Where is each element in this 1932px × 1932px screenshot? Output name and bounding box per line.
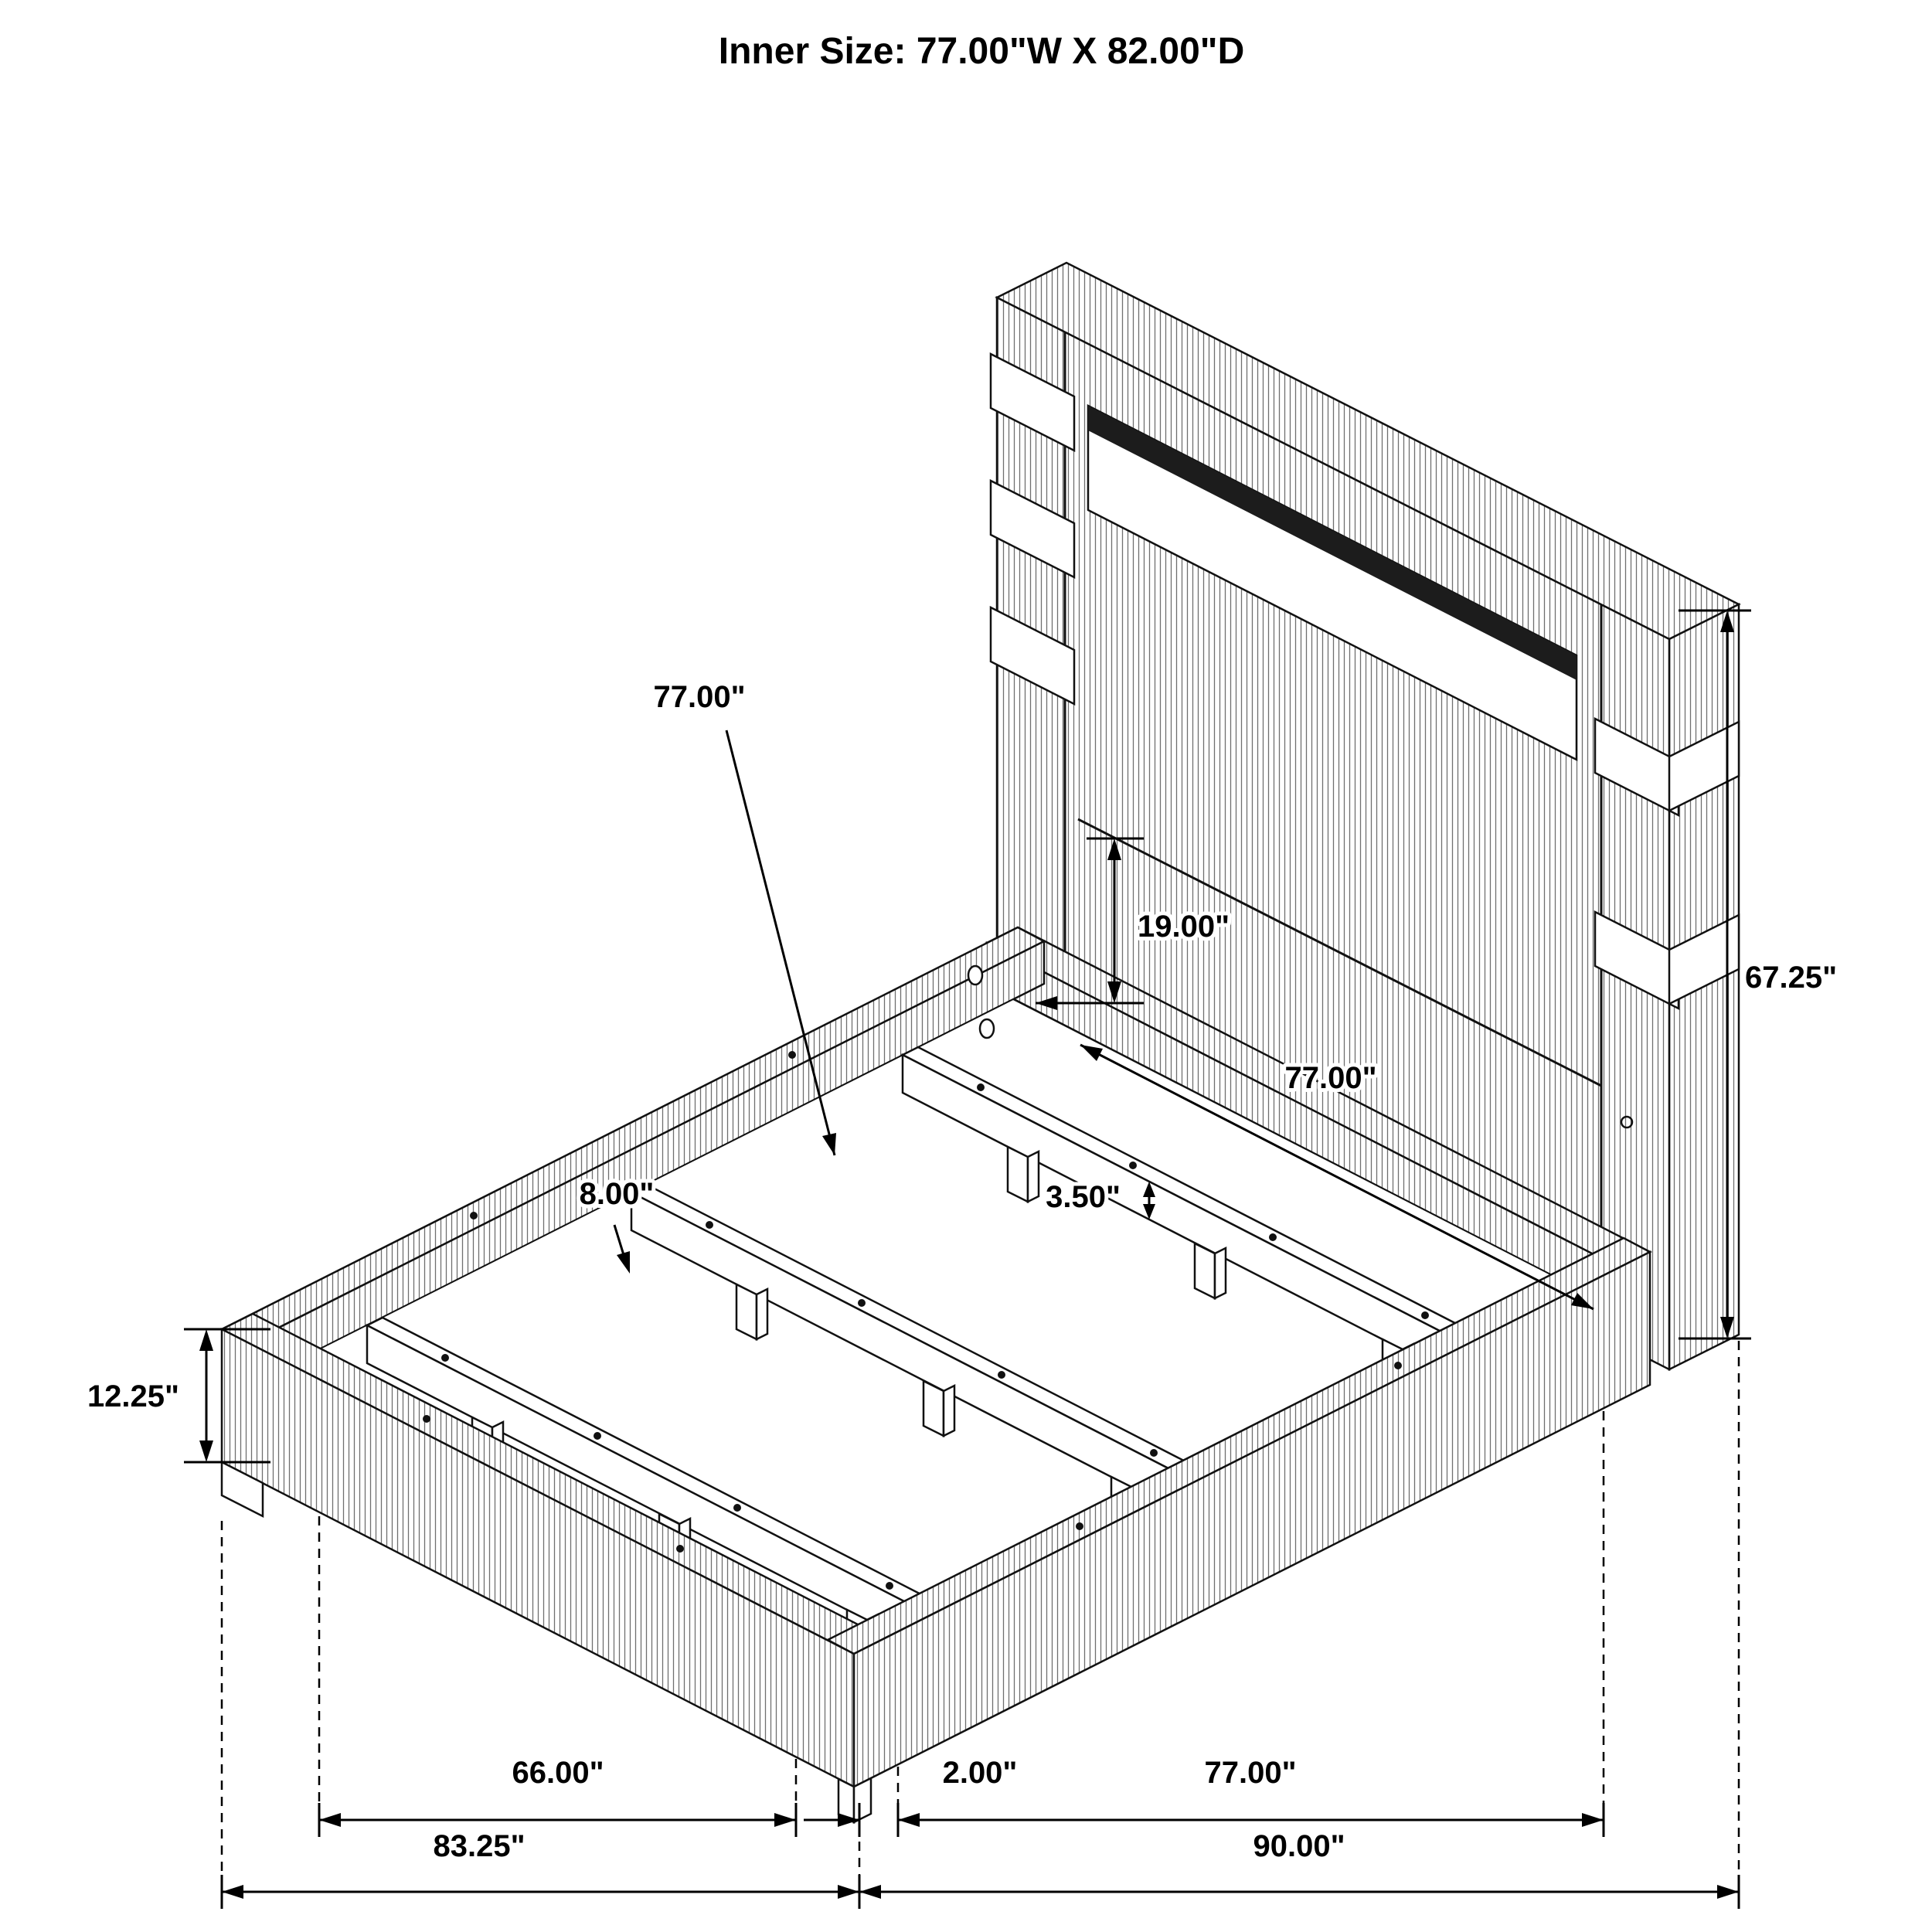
screw-dot [441, 1354, 449, 1362]
dim-inner-length-label: 66.00" [512, 1756, 604, 1790]
screw-dot [886, 1582, 893, 1590]
dimension-overall-width: 83.25" [220, 1825, 861, 1909]
screw-dot [858, 1299, 866, 1307]
dim-headboard-height-label: 67.25" [1745, 961, 1837, 995]
screw-dot [733, 1504, 741, 1512]
slat-foot [735, 1282, 758, 1342]
slat-foot-side [942, 1383, 956, 1438]
dim-leg-inset-label: 2.00" [943, 1756, 1018, 1790]
dimension-slat-clearance: 8.00" [576, 1173, 658, 1274]
panel-seam-upper [1077, 818, 1602, 1087]
right-post-collar-1-side [1668, 719, 1740, 813]
screw-dot [676, 1545, 684, 1553]
screw-dot [1150, 1449, 1158, 1457]
screw-dot [470, 1212, 478, 1219]
dimension-slat-thickness: 3.50" [1042, 1176, 1155, 1219]
dim-overall-width-label: 83.25" [433, 1829, 525, 1863]
dimension-headboard-height: 67.25" [1679, 609, 1841, 1340]
screw-dot [423, 1415, 430, 1423]
screw-dot [1421, 1311, 1429, 1319]
platform-base [219, 926, 1652, 1825]
right-rail-outer-face [852, 1250, 1651, 1789]
dim-base-height-label: 12.25" [87, 1379, 179, 1413]
screw-dot [1076, 1522, 1083, 1530]
dimension-annotations: 77.00" 19.00" 77.00" 3.50" [83, 609, 1841, 1909]
dimension-inner-width-bottom: 77.00" [898, 1752, 1605, 1837]
dimension-inner-length: 66.00" [318, 1752, 798, 1837]
screw-dot [998, 1371, 1005, 1379]
slat-foot-side [1026, 1149, 1040, 1204]
led-panel-top-band [1088, 406, 1577, 680]
screw-dot [1129, 1162, 1137, 1169]
dim-inner-width-bottom-label: 77.00" [1204, 1756, 1296, 1790]
dim-slat-clearance-label: 8.00" [580, 1177, 655, 1211]
dim-slat-thickness-label: 3.50" [1046, 1180, 1121, 1214]
slat-foot-side [1213, 1246, 1227, 1301]
dim-overall-depth-label: 90.00" [1253, 1829, 1345, 1863]
screw-dot [1269, 1233, 1277, 1241]
dimension-leg-inset: 2.00" [804, 1752, 1021, 1837]
corner-leg-front-b [852, 1776, 872, 1825]
slat-foot [922, 1379, 945, 1438]
dimension-headboard-inner-width: 77.00" [1080, 1043, 1594, 1311]
screw-dot [706, 1221, 713, 1229]
left-post-collar-1 [989, 352, 1076, 453]
dimension-base-height: 12.25" [83, 1328, 270, 1464]
dim-slat-length-label: 77.00" [653, 680, 745, 714]
corner-leg-left [220, 1460, 264, 1519]
slat-foot [1193, 1241, 1216, 1301]
screw-dot [788, 1051, 796, 1059]
slat-foot-side [755, 1287, 769, 1342]
dim-headboard-panel-height-label: 19.00" [1138, 910, 1230, 944]
left-post-collar-2 [989, 478, 1076, 580]
diagram-title: Inner Size: 77.00"W X 82.00"D [719, 31, 1244, 72]
led-panel [1087, 403, 1578, 762]
bolt-hole [967, 964, 984, 986]
screw-dot [1394, 1362, 1402, 1369]
right-post-collar-2 [1594, 910, 1680, 1011]
slat-foot [1006, 1145, 1029, 1204]
right-post-collar-1 [1594, 716, 1680, 818]
dim-headboard-inner-width-label: 77.00" [1284, 1061, 1376, 1095]
left-post-collar-3 [989, 605, 1076, 706]
bolt-hole [978, 1018, 995, 1039]
screw-dot [977, 1083, 985, 1091]
right-post-screw-hole [1620, 1115, 1634, 1129]
dimension-overall-depth: 90.00" [859, 1825, 1740, 1909]
screw-dot [594, 1432, 601, 1440]
dimension-slat-length: 77.00" [649, 676, 836, 1156]
right-post-collar-2-side [1668, 913, 1740, 1006]
dimension-headboard-panel-height: 19.00" [1036, 837, 1233, 1010]
